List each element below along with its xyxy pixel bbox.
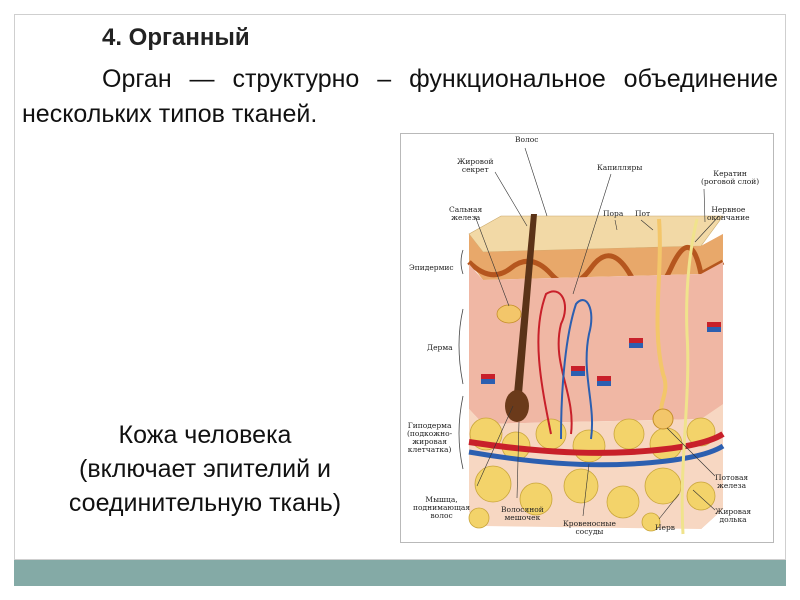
label-blood-vessels: Кровеносные сосуды <box>563 520 616 536</box>
label-fat-lobule: Жировая долька <box>715 508 751 524</box>
slide-heading: 4. Органный <box>102 24 250 52</box>
footer-bar <box>14 560 786 586</box>
label-hair-follicle: Волосяной мешочек <box>501 506 544 522</box>
definition-text: Орган — структурно – функциональное объе… <box>22 62 778 132</box>
label-dermis: Дерма <box>427 344 453 352</box>
label-keratin: Кератин (роговой слой) <box>701 170 759 186</box>
caption-line-2: (включает эпителий и <box>20 452 390 486</box>
label-fat-secretion: Жировой секрет <box>457 158 493 174</box>
label-sweat: Пот <box>635 210 650 218</box>
skin-diagram: Волос Жировой секрет Капилляры Кератин (… <box>400 133 774 543</box>
label-sweat-gland: Потовая железа <box>715 474 748 490</box>
label-muscle: Мышца, поднимающая волос <box>413 496 470 520</box>
label-sebaceous-gland: Сальная железа <box>449 206 482 222</box>
definition-sentence: Орган — структурно – функциональное объе… <box>22 65 778 128</box>
image-caption: Кожа человека (включает эпителий и соеди… <box>20 418 390 520</box>
label-epidermis: Эпидермис <box>409 264 454 272</box>
label-pore: Пора <box>603 210 623 218</box>
caption-line-3: соединительную ткань) <box>20 486 390 520</box>
label-hair: Волос <box>515 136 539 144</box>
label-hypodermis: Гиподерма (подкожно- жировая клетчатка) <box>407 422 452 454</box>
label-nerve-ending: Нервное окончание <box>707 206 750 222</box>
label-capillaries: Капилляры <box>597 164 642 172</box>
caption-line-1: Кожа человека <box>20 418 390 452</box>
sweat-gland-coil <box>653 409 673 429</box>
label-nerve: Нерв <box>655 524 675 532</box>
hair-follicle-bulb <box>505 390 529 422</box>
layer-brackets <box>459 250 463 469</box>
sebaceous-gland-shape <box>497 305 521 323</box>
